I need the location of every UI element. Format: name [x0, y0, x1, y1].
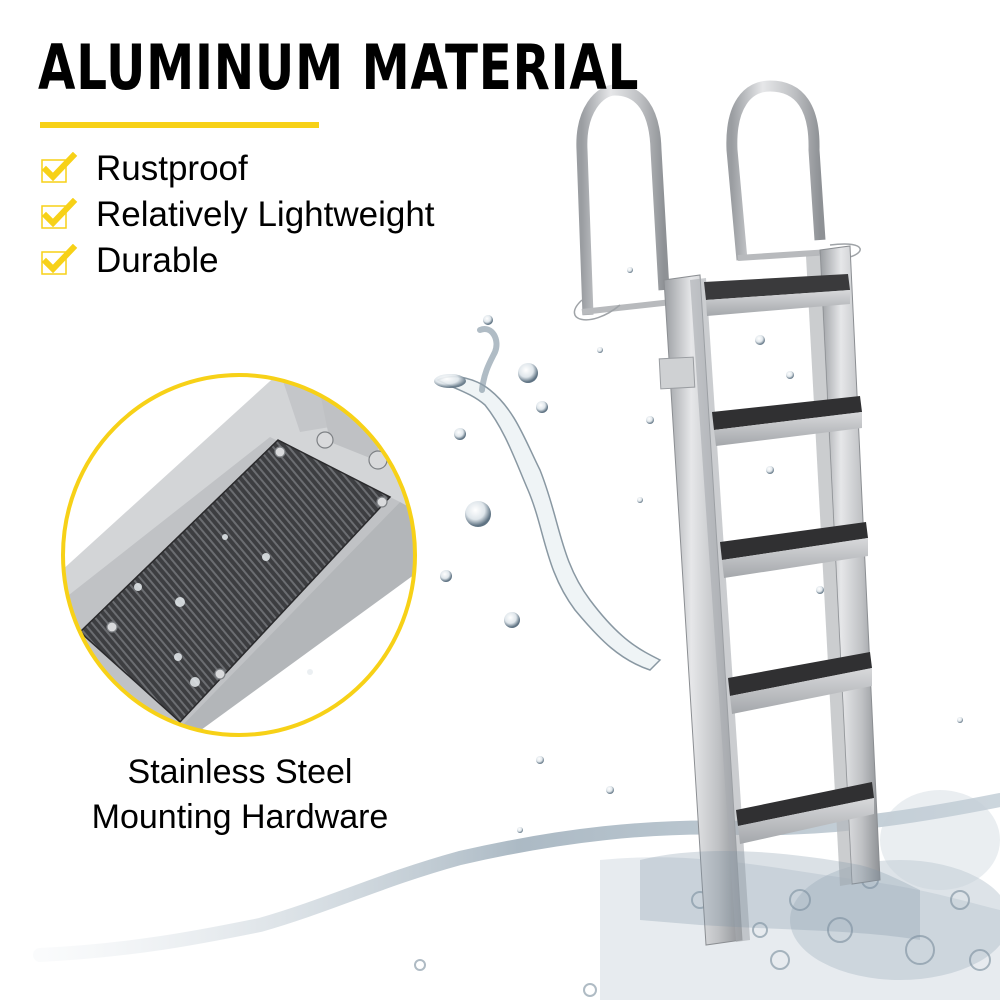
feature-label: Rustproof — [96, 149, 248, 188]
ladder-steps — [704, 274, 874, 844]
feature-label: Relatively Lightweight — [96, 195, 435, 234]
feature-item-rustproof: Rustproof — [40, 146, 435, 192]
tread-detail-inset — [61, 373, 417, 737]
inset-caption: Stainless Steel Mounting Hardware — [60, 750, 420, 840]
checkbox-check-icon — [40, 243, 80, 278]
feature-item-durable: Durable — [40, 238, 435, 284]
page-title: ALUMINUM MATERIAL — [38, 31, 640, 104]
feature-label: Durable — [96, 241, 219, 280]
feature-list: Rustproof Relatively Lightweight Durable — [40, 146, 435, 284]
feature-item-lightweight: Relatively Lightweight — [40, 192, 435, 238]
checkbox-check-icon — [40, 151, 80, 186]
title-underline-divider — [40, 122, 319, 128]
caption-line-1: Stainless Steel — [127, 753, 353, 791]
checkbox-check-icon — [40, 197, 80, 232]
caption-line-2: Mounting Hardware — [91, 798, 389, 836]
